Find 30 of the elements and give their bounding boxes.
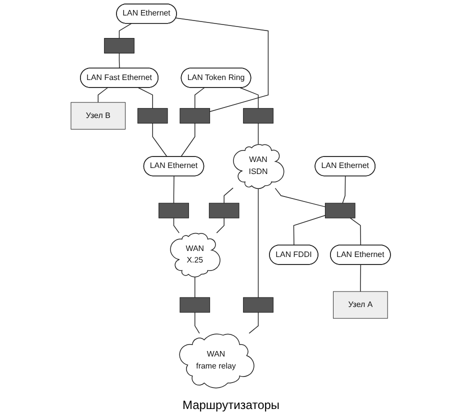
connector [258, 188, 259, 298]
connector [119, 23, 132, 39]
connector [258, 122, 259, 145]
node-box [243, 297, 274, 313]
connector [275, 188, 326, 208]
connector [152, 122, 168, 158]
connector [224, 188, 234, 204]
connector [360, 264, 362, 292]
node-box [243, 108, 274, 124]
connector [174, 176, 175, 204]
connector [342, 176, 346, 204]
node-box [104, 38, 135, 54]
node-box [138, 108, 168, 124]
node-box [209, 202, 240, 218]
connector [194, 87, 205, 109]
connector [216, 218, 225, 234]
connector [194, 276, 196, 298]
connector [174, 218, 180, 234]
connector [249, 312, 259, 334]
node-box [158, 202, 190, 218]
connector [176, 18, 269, 112]
node-box [180, 297, 210, 313]
node-box [180, 108, 210, 124]
connector [180, 122, 196, 158]
connector [98, 87, 108, 103]
node-box [325, 202, 356, 218]
caption-text: Маршрутизаторы [182, 398, 280, 412]
connector [119, 52, 120, 69]
connector [350, 218, 362, 246]
connector [194, 312, 200, 334]
